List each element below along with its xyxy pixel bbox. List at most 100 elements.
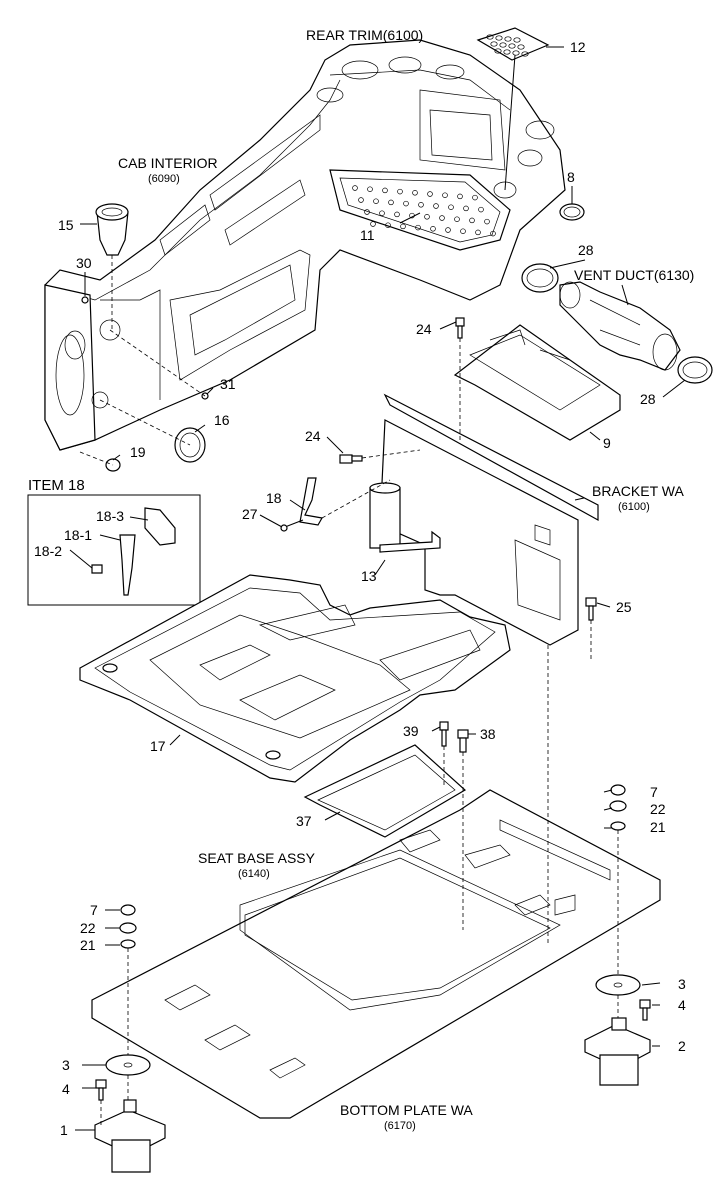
callout-18: 18 [266,490,282,506]
bolt-part-38 [457,729,469,753]
tray-hole [439,215,445,221]
callout-3-left: 3 [62,1057,70,1073]
callout-24-lower: 24 [305,428,321,444]
tray-hole [379,210,385,216]
callout-18-1: 18-1 [64,527,92,543]
tray-hole [478,206,484,213]
tray-hole [397,188,403,195]
clamp-part-28-upper [521,263,559,293]
callout-17: 17 [150,738,166,754]
callout-28-lower: 28 [640,391,656,407]
tray-hole [430,226,436,232]
tray-hole [358,197,364,203]
callout-2: 2 [678,1038,686,1054]
tray-hole [442,192,448,198]
callout-27: 27 [242,506,258,522]
callout-24-upper: 24 [416,321,432,337]
tray-hole [367,186,373,192]
washer-part-22-right [609,800,627,812]
item-18-title: ITEM 18 [28,477,85,494]
callout-39: 39 [403,723,419,739]
vent-duct [559,281,681,371]
callout-22-right: 22 [650,801,666,817]
item-18-detail [27,494,201,606]
grommet-hole [504,36,512,42]
lever-part-18 [299,477,323,526]
tray-part-11 [329,169,511,251]
clamp-part-28-lower [677,356,713,384]
nut-part-7-right [610,784,626,796]
callout-25: 25 [616,599,632,615]
callout-31: 31 [220,376,236,392]
tray-hole [457,193,463,200]
tray-hole [412,190,418,196]
callout-11: 11 [360,227,375,243]
callout-9: 9 [603,435,611,451]
tray-hole [490,230,496,237]
tray-hole [415,224,421,231]
callout-18-3: 18-3 [96,508,124,524]
grommet-hole [521,51,529,57]
tray-hole [364,209,370,215]
grommet-hole [503,49,511,55]
extinguisher-part-13 [369,482,441,553]
tray-hole [472,194,478,201]
bolt-part-39 [439,721,449,747]
mount-part-2 [584,1017,651,1086]
grommet-hole [490,41,498,47]
cup-holder-part-15 [95,203,129,256]
plug-part-30 [81,296,89,304]
grommet-hole [495,35,503,41]
tray-hole [370,221,376,227]
grommet-hole [499,42,507,48]
mount-part-1 [94,1099,166,1173]
bracket-wa-code: (6100) [618,501,650,513]
grommet-hole [494,48,502,54]
bottom-plate-code: (6170) [384,1120,416,1132]
tray-hole [433,203,439,209]
tray-hole [475,229,481,236]
callout-28-upper: 28 [578,242,594,258]
tray-hole [373,198,379,204]
vent-duct-label: VENT DUCT(6130) [574,267,694,283]
grommet-hole [486,34,494,40]
tray-hole [388,199,394,206]
grommet-hole [508,43,516,49]
bolt-part-24-upper [455,317,465,339]
callout-18-2: 18-2 [34,543,62,559]
callout-4-right: 4 [678,997,686,1013]
tray-hole [445,227,451,233]
tray-hole [352,185,358,191]
callout-12: 12 [570,39,586,55]
screw-part-27 [280,519,304,532]
seat-base-label: SEAT BASE ASSY [198,850,316,866]
plate-part-3-right [595,974,641,996]
bottom-plate-wa [91,789,661,1119]
tray-hole [427,191,433,197]
callout-22-left: 22 [80,920,96,936]
bracket-wa-label: BRACKET WA [592,483,684,499]
tray-hole [403,200,409,207]
washer-part-21-left [120,939,136,949]
cab-interior-code: (6090) [148,173,180,185]
callout-21-right: 21 [650,819,666,835]
callout-19: 19 [130,444,146,460]
tray-hole [424,214,430,220]
callout-15: 15 [58,217,74,233]
callout-16: 16 [214,412,230,428]
clamp-part-8 [559,203,585,221]
grommet-sheet-part-12 [476,27,550,61]
callout-3-right: 3 [678,976,686,992]
tray-hole [469,217,475,224]
callout-13: 13 [361,568,377,584]
tray-hole [448,204,454,210]
callout-7-left: 7 [90,902,98,918]
tray-hole [418,202,424,208]
tray-hole [484,218,490,225]
cab-interior-label: CAB INTERIOR [118,155,218,171]
plate-part-3-left [105,1054,151,1076]
callout-1: 1 [60,1122,68,1138]
washer-part-21-right [610,821,626,831]
bolt-part-4-right [639,999,651,1021]
